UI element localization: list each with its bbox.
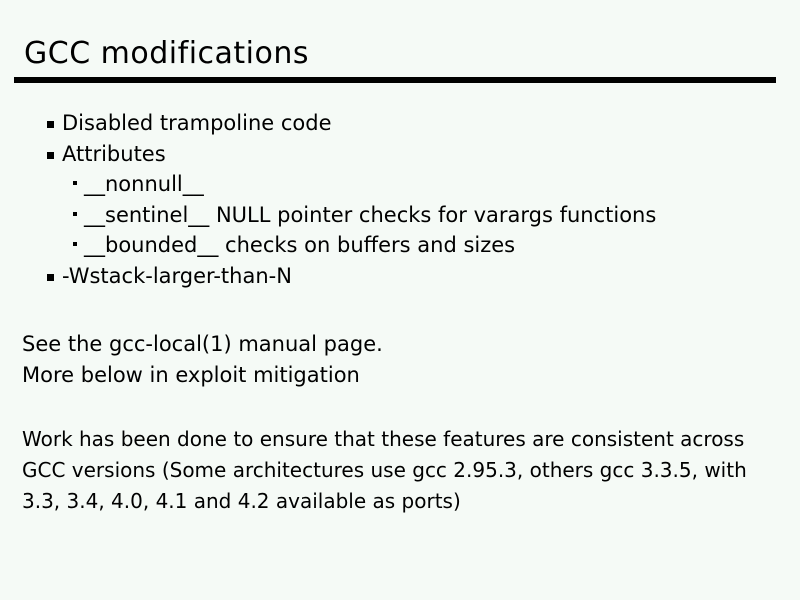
bullet-label: Attributes [62,141,166,166]
title-underline-rule [14,77,776,83]
bullet-item: Attributes [47,139,656,170]
body-line: Work has been done to ensure that these … [22,427,745,451]
square-bullet-icon [47,273,54,281]
square-bullet-icon [73,211,77,216]
bullet-label: -Wstack-larger-than-N [62,263,292,288]
note-line: More below in exploit mitigation [22,363,360,387]
bullet-sub-item: __bounded__ checks on buffers and sizes [73,230,656,261]
square-bullet-icon [47,121,54,128]
body-paragraph: Work has been done to ensure that these … [22,424,747,517]
body-line: 3.3, 3.4, 4.0, 4.1 and 4.2 available as … [22,489,461,513]
body-line: GCC versions (Some architectures use gcc… [22,458,747,482]
slide-title: GCC modifications [24,36,310,71]
bullet-item: Disabled trampoline code [47,108,656,139]
note-line: See the gcc-local(1) manual page. [22,332,383,356]
bullet-sub-item: __nonnull__ [73,169,656,200]
note-paragraph: See the gcc-local(1) manual page. More b… [22,329,383,391]
square-bullet-icon [47,151,54,159]
bullet-label: Disabled trampoline code [62,111,332,135]
square-bullet-icon [73,242,77,246]
bullet-list: Disabled trampoline code Attributes __no… [47,108,656,291]
bullet-label: __sentinel__ NULL pointer checks for var… [84,202,657,227]
bullet-label: __nonnull__ [84,172,204,196]
bullet-sub-item: __sentinel__ NULL pointer checks for var… [73,200,656,231]
bullet-label: __bounded__ checks on buffers and sizes [84,233,516,257]
bullet-item: -Wstack-larger-than-N [47,261,656,292]
square-bullet-icon [73,181,77,185]
